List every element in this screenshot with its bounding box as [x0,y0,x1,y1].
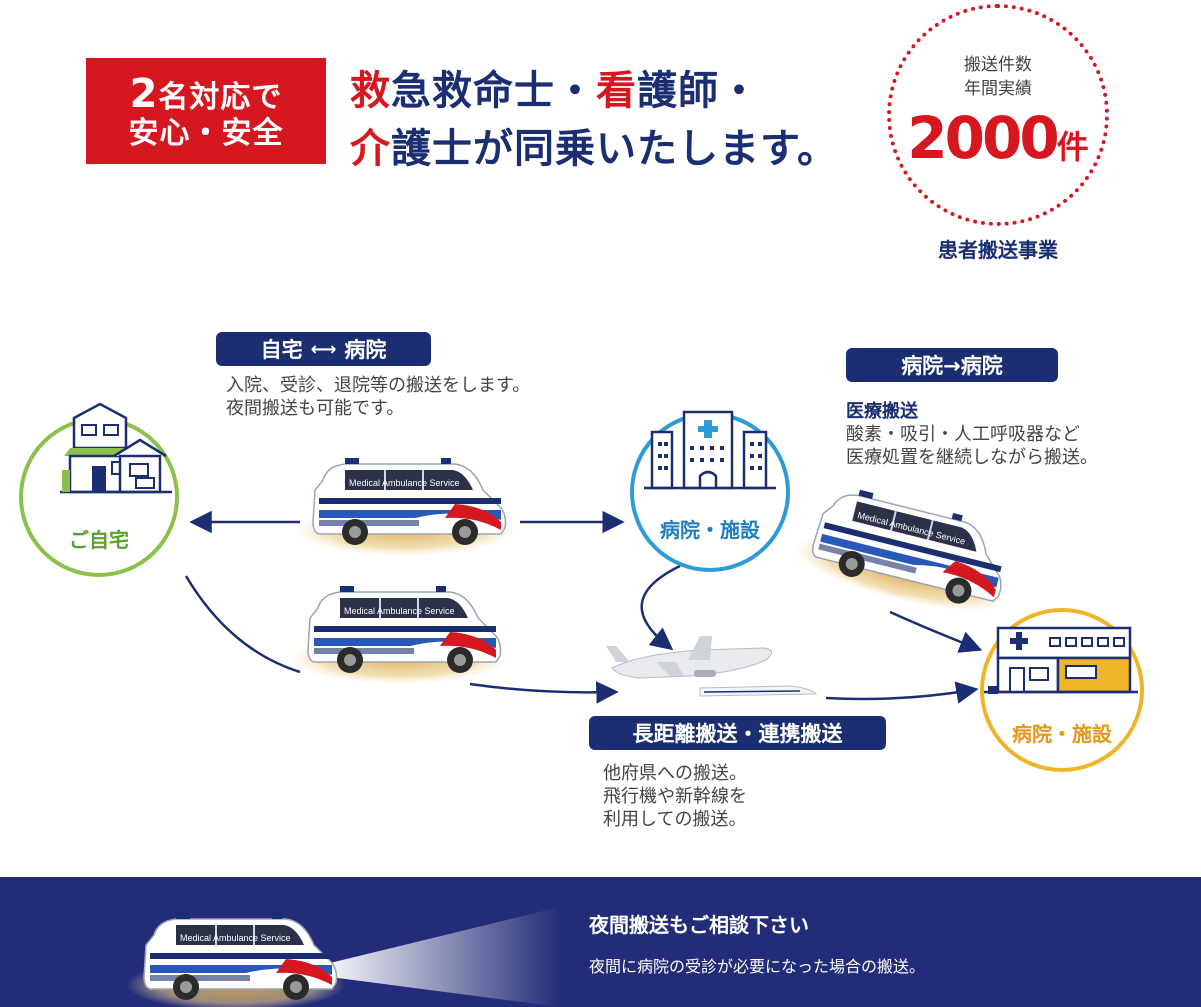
hospital1-label: 病院・施設 [660,518,760,542]
headline-char-red-3: 介 [350,126,391,172]
arrow-hospital-to-plane [640,564,681,651]
night-van-illustration [125,907,560,1007]
ambulance-van-2 [289,585,511,685]
route1-title-b: 病院 [344,338,387,362]
banner-desc: 夜間に病院の受診が必要になった場合の搬送。 [589,957,926,976]
route1-pill: 自宅 ⟷ 病院 [216,332,431,366]
route3-desc-2: 飛行機や新幹線を [603,786,747,807]
night-transport-banner: 夜間搬送もご相談下さい 夜間に病院の受診が必要になった場合の搬送。 [0,877,1201,1007]
headline-part-3: 護士が同乗いたします。 [391,126,838,172]
record-line2: 年間実績 [964,79,1032,99]
route3-desc-3: 利用しての搬送。 [603,809,747,830]
headline-part-2: 護師・ [637,68,760,114]
airplane-icon [606,636,772,679]
route1-desc: 入院、受診、退院等の搬送をします。 夜間搬送も可能です。 [226,374,530,420]
badge-line2: 安心・安全 [128,115,284,151]
house-icon [60,402,172,494]
record-line1: 搬送件数 [964,55,1032,75]
banner-title: 夜間搬送もご相談下さい [589,913,809,937]
route1-desc-2: 夜間搬送も可能です。 [226,398,405,419]
route2-desc-2: 医療処置を継続しながら搬送。 [846,447,1098,468]
route3-pill: 長距離搬送・連携搬送 [589,716,886,750]
route2-pill: 病院→病院 [846,348,1058,382]
headline-char-red-2: 看 [596,68,637,114]
record-count: 2000 [907,104,1059,172]
ambulance-van-night [125,912,347,1007]
ambulance-van-1 [294,457,516,557]
arrow-home-to-van [184,575,301,674]
route3-desc-1: 他府県への搬送。 [603,763,747,784]
hospital-building-icon [644,410,776,490]
headline-char-red-1: 救 [350,68,391,114]
route1-desc-1: 入院、受診、退院等の搬送をします。 [226,375,531,396]
annual-record-circle: 搬送件数 年間実績 2000件 [887,4,1109,226]
arrow-to-plane [469,681,619,704]
clinic-building-icon [984,626,1138,694]
headline-part-1: 急救命士・ [391,68,596,114]
arrow-plane-to-hospital2 [825,681,979,704]
double-arrow-icon: ⟷ [310,338,337,360]
route2-desc-1: 酸素・吸引・人工呼吸器など [846,424,1080,445]
badge-line1: 名対応で [158,79,283,115]
route2-desc: 医療搬送 酸素・吸引・人工呼吸器など 医療処置を継続しながら搬送。 [846,400,1098,469]
record-caption: 患者搬送事業 [938,238,1058,262]
record-unit: 件 [1056,128,1089,166]
route3-desc: 他府県への搬送。 飛行機や新幹線を 利用しての搬送。 [603,762,747,831]
arrow-van-to-hospital2 [889,610,983,653]
home-label: ご自宅 [69,528,129,552]
hospital2-label: 病院・施設 [1012,722,1112,746]
headlight-beam [330,907,560,1007]
bullet-train-icon [699,685,818,697]
headline: 救急救命士・看護師・ 介護士が同乗いたします。 [350,62,838,178]
ambulance-van-3 [786,476,1026,627]
route2-desc-title: 医療搬送 [846,401,918,422]
two-staff-badge: 2名対応で 安心・安全 [86,58,326,164]
badge-number: 2 [129,70,159,117]
route1-title-a: 自宅 [260,338,303,362]
